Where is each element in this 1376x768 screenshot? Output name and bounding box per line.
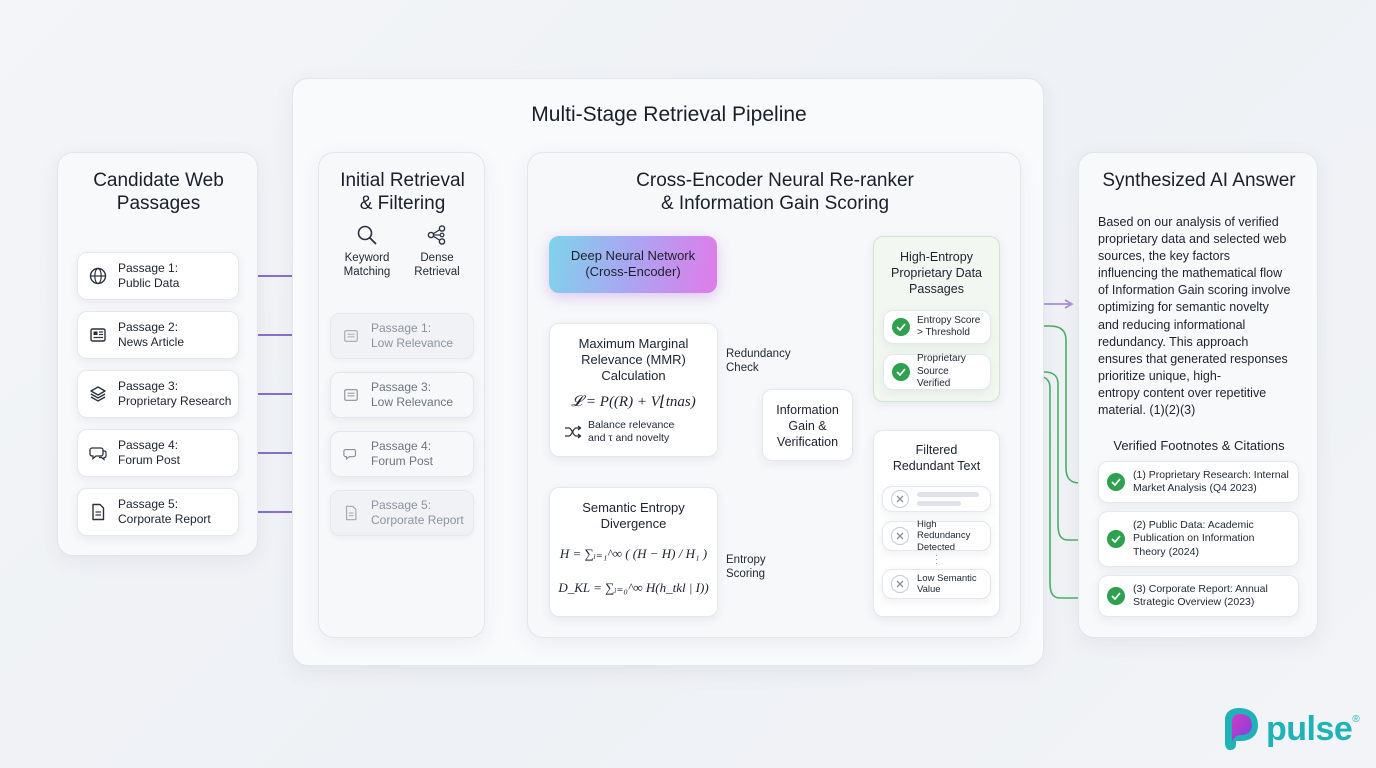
chat-icon — [341, 444, 361, 464]
entropy-scoring-label: Entropy Scoring — [726, 554, 766, 580]
footnote-3[interactable]: (3) Corporate Report: Annual Strategic O… — [1098, 575, 1299, 617]
filtered-item-high-redundancy: High Redundancy Detected — [882, 519, 991, 553]
retrieval-passage-4[interactable]: Passage 4:Forum Post — [330, 431, 474, 477]
retrieval-passage-5[interactable]: Passage 5:Corporate Report — [330, 490, 474, 536]
candidate-passage-3[interactable]: Passage 3:Proprietary Research — [77, 370, 239, 418]
high-entropy-title: High-Entropy Proprietary Data Passages — [890, 250, 982, 296]
check-icon — [892, 318, 910, 336]
document-icon — [88, 502, 108, 522]
entropy-formula-dkl: D_KL = ∑ᵢ₌₀^∞ H(h_tkl | I)) — [558, 580, 709, 595]
candidate-passage-2[interactable]: Passage 2:News Article — [77, 311, 239, 359]
layers-icon — [88, 384, 108, 404]
mmr-note: Balance relevance and τ and novelty — [564, 419, 717, 444]
footnote-1[interactable]: (1) Proprietary Research: Internal Marke… — [1098, 461, 1299, 503]
semantic-entropy-card[interactable]: Semantic Entropy Divergence H = ∑ᵢ₌₁^∞ (… — [549, 487, 718, 617]
search-icon — [357, 225, 377, 245]
answer-title: Synthesized AI Answer — [1102, 170, 1296, 191]
retrieval-title: Initial Retrieval & Filtering — [340, 170, 465, 214]
x-icon — [891, 490, 909, 508]
candidate-passage-4[interactable]: Passage 4:Forum Post — [77, 429, 239, 477]
mmr-title: Maximum Marginal Relevance (MMR) Calcula… — [578, 336, 689, 383]
newspaper-icon — [341, 326, 361, 346]
globe-icon — [88, 266, 108, 286]
document-icon — [341, 503, 361, 523]
retrieval-passage-1[interactable]: Passage 1:Low Relevance — [330, 313, 474, 359]
filtered-item-low-semantic: Low Semantic Value — [882, 569, 991, 599]
check-icon — [1107, 587, 1125, 605]
check-icon — [892, 363, 910, 381]
x-icon — [891, 527, 909, 545]
x-icon — [891, 575, 909, 593]
candidate-passage-1[interactable]: Passage 1:Public Data — [77, 252, 239, 300]
pipeline-title: Multi-Stage Retrieval Pipeline — [531, 103, 807, 126]
entropy-formula-h: H = ∑ᵢ₌₁^∞ ( (H − H) / H₁ ) — [559, 546, 708, 561]
chat-icon — [88, 443, 108, 463]
entropy-title: Semantic Entropy Divergence — [582, 500, 685, 531]
network-icon — [427, 225, 446, 245]
information-gain-card[interactable]: Information Gain & Verification — [762, 389, 853, 461]
ellipsis-dots: ··· — [935, 550, 938, 568]
filtered-title: Filtered Redundant Text — [892, 443, 981, 473]
filtered-item-blank — [882, 486, 991, 512]
pulse-wordmark: pulse — [1266, 710, 1353, 748]
registered-mark: ® — [1352, 714, 1360, 725]
retrieval-passage-3[interactable]: Passage 3:Low Relevance — [330, 372, 474, 418]
candidates-title: Candidate Web Passages — [93, 170, 224, 214]
pulse-logo-mark-icon — [1225, 708, 1258, 750]
mmr-calculation-card[interactable]: Maximum Marginal Relevance (MMR) Calcula… — [549, 323, 718, 457]
footnotes-title: Verified Footnotes & Citations — [1113, 438, 1285, 453]
entropy-score-item: Entropy Score > Threshold — [883, 310, 991, 344]
pulse-logo: pulse ® — [1222, 704, 1362, 754]
check-icon — [1107, 473, 1125, 491]
deep-neural-network-box[interactable]: Deep Neural Network (Cross-Encoder) — [549, 236, 717, 293]
candidate-passage-5[interactable]: Passage 5:Corporate Report — [77, 488, 239, 536]
redundancy-check-label: Redundancy Check — [726, 348, 791, 374]
reranker-title: Cross-Encoder Neural Re-ranker & Informa… — [636, 170, 914, 214]
footnote-2[interactable]: (2) Public Data: Academic Publication on… — [1098, 511, 1299, 567]
source-verified-item: Proprietary Source Verified — [883, 353, 991, 390]
shuffle-icon — [565, 424, 582, 439]
newspaper-icon — [88, 325, 108, 345]
mmr-formula: 𝓛 = P((R) + V⌊tnas) — [571, 394, 696, 410]
newspaper-icon — [341, 385, 361, 405]
answer-body: Based on our analysis of verified propri… — [1098, 215, 1291, 418]
check-icon — [1107, 530, 1125, 548]
